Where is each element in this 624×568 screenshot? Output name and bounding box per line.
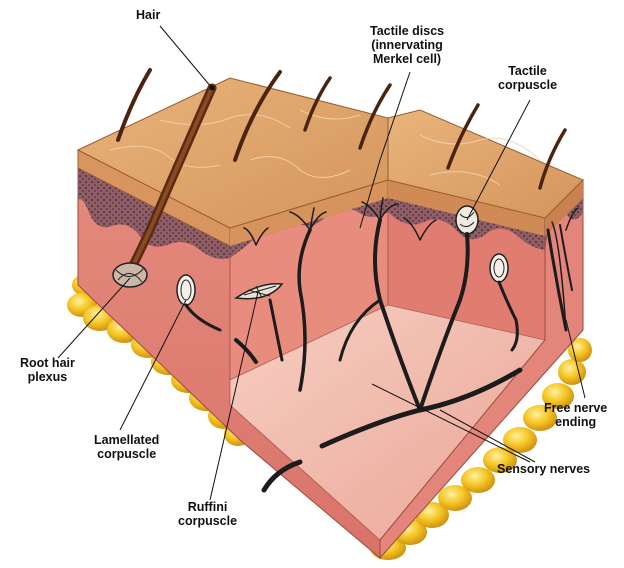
leader-root-hair-plexus [57, 277, 131, 359]
leader-lines [57, 25, 586, 501]
label-sensory-nerves: Sensory nerves [497, 462, 591, 476]
lamellated-corpuscle-structure [176, 253, 509, 306]
leader-tactile-discs [359, 71, 411, 229]
hair-shafts [116, 68, 567, 190]
label-tactile-corpuscle: Tactile corpuscle [498, 64, 558, 92]
leader-free-nerve [565, 319, 586, 399]
epidermis-surface-right [387, 109, 584, 219]
label-ruffini-corpuscle: Ruffini corpuscle [178, 500, 238, 528]
leader-hair [159, 25, 213, 89]
label-tactile-discs: Tactile discs (innervating Merkel cell) [370, 24, 445, 66]
ruffini-corpuscle-structure [233, 283, 284, 300]
leader-tactile-corpuscle [466, 99, 531, 221]
label-root-hair-plexus: Root hair plexus [20, 356, 75, 384]
leader-lamellated [119, 299, 187, 431]
label-hair: Hair [136, 8, 161, 22]
sensory-nerves-network [184, 197, 579, 493]
leader-sensory-1 [371, 383, 531, 463]
label-free-nerve-ending: Free nerve ending [544, 401, 608, 429]
leader-sensory-2 [439, 409, 536, 463]
root-hair-plexus-structure [112, 262, 148, 288]
leader-ruffini [209, 291, 259, 501]
label-lamellated-corpuscle: Lamellated corpuscle [94, 433, 160, 461]
